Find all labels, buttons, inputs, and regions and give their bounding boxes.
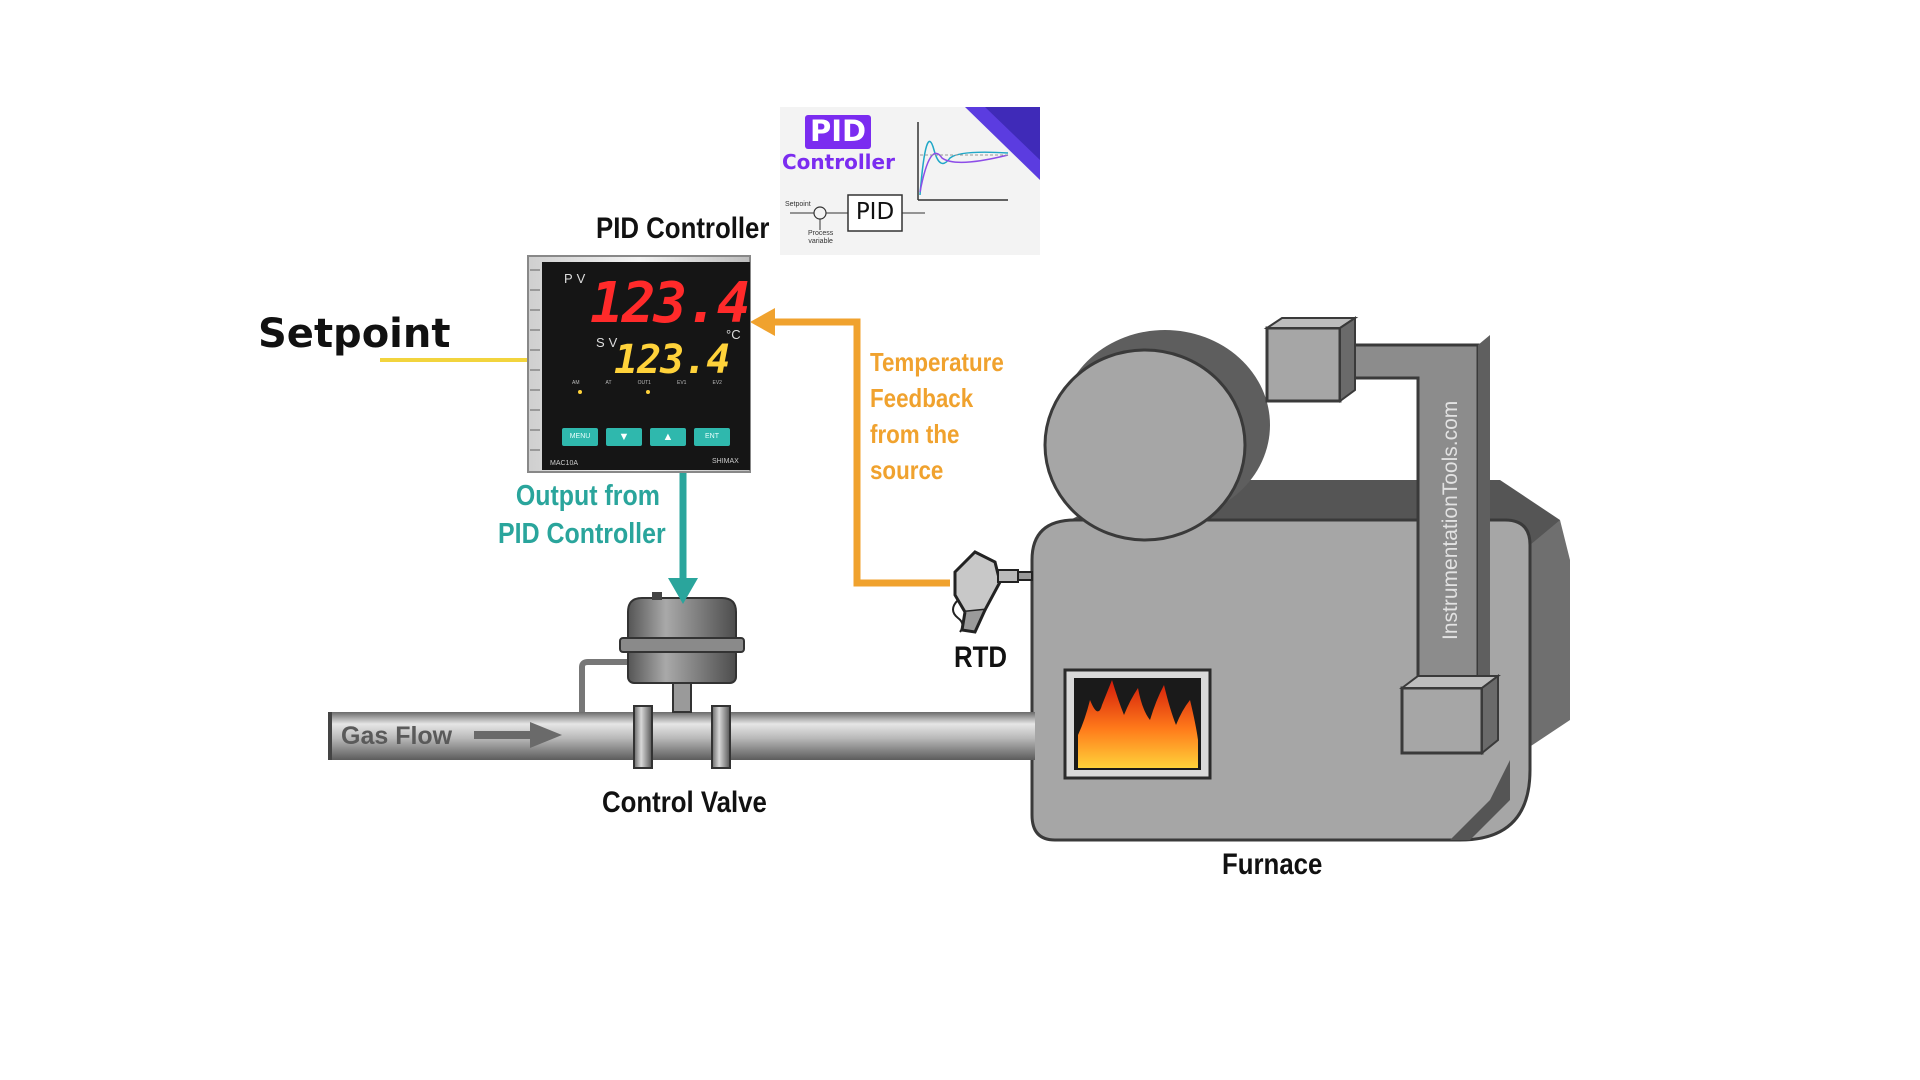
logo-setpoint-label: Setpoint — [785, 201, 811, 208]
valve-flange-right — [711, 705, 731, 769]
furnace-dome — [1043, 348, 1247, 542]
gas-pipe — [328, 712, 1035, 760]
ent-button-shape — [694, 428, 730, 446]
pid-controller-unit — [527, 255, 751, 473]
pipe-body — [330, 712, 1035, 760]
rtd-label: RTD — [954, 641, 1008, 674]
valve-actuator-top — [627, 597, 737, 639]
logo-pv-line-1: Process — [808, 230, 834, 237]
brand-label: SHIMAX — [712, 458, 739, 465]
duct-bottom-box-side — [1481, 674, 1499, 756]
indicator-at: AT — [605, 380, 612, 386]
sv-display: 123.4 — [614, 337, 730, 383]
up-button[interactable]: ▲ — [662, 431, 674, 443]
gas-flow-label: Gas Flow — [341, 722, 453, 750]
logo-process-variable-label: Process variable — [808, 230, 833, 246]
duct-top-box-side — [1339, 316, 1356, 403]
sv-label: SV — [596, 335, 622, 350]
menu-button[interactable]: MENU — [569, 433, 591, 440]
feedback-arrow — [750, 308, 950, 587]
fire-icon — [1078, 680, 1198, 768]
down-button-shape — [606, 428, 642, 446]
valve-actuator-base — [627, 647, 737, 684]
pipe-left-end — [328, 712, 332, 760]
watermark-text: InstrumentationTools.com — [1439, 400, 1462, 640]
logo-subtitle: Controller — [782, 150, 895, 174]
valve-actuator-rim — [619, 637, 745, 653]
feedback-line-2: Feedback — [870, 383, 974, 413]
temperature-feedback-label: Temperature Feedback from the source — [870, 344, 1004, 488]
feedback-line-1: Temperature — [870, 347, 1004, 377]
output-line-2: PID Controller — [498, 518, 666, 550]
duct-bottom-box — [1400, 686, 1484, 755]
pid-controller-title: PID Controller — [596, 212, 770, 245]
ent-button[interactable]: ENT — [705, 433, 719, 440]
setpoint-label: Setpoint — [258, 311, 451, 357]
control-valve-label: Control Valve — [602, 786, 767, 819]
furnace-base-shadow — [1450, 760, 1510, 840]
logo-badge-bg — [805, 115, 871, 149]
output-line-1: Output from — [515, 480, 660, 512]
furnace-label: Furnace — [1222, 848, 1323, 881]
furnace — [1030, 316, 1570, 842]
up-button-shape — [650, 428, 686, 446]
feedback-line-3: from the — [870, 419, 960, 449]
gas-flow-arrow-icon — [474, 722, 562, 748]
feedback-line-4: source — [870, 455, 944, 485]
down-button[interactable]: ▼ — [618, 431, 630, 443]
logo-badge: PID — [809, 114, 867, 148]
valve-tubing — [579, 659, 628, 712]
control-valve — [579, 592, 745, 769]
logo-pv-line-2: variable — [808, 238, 833, 245]
output-arrow — [668, 470, 698, 604]
rtd-sensor-icon — [952, 550, 1033, 634]
duct-top-box — [1265, 326, 1342, 403]
indicator-row: AM AT OUT1 EV1 EV2 — [572, 380, 722, 386]
menu-button-shape — [562, 428, 598, 446]
indicator-ev2: EV2 — [712, 380, 722, 386]
logo-response-curve — [919, 140, 1009, 196]
logo-block-label: PID — [855, 199, 895, 225]
unit-label: °C — [726, 327, 741, 342]
indicator-out1: OUT1 — [637, 380, 651, 386]
pid-logo — [780, 107, 1040, 255]
pv-label: PV — [564, 271, 590, 286]
duct-side-face — [1478, 335, 1490, 700]
pv-display: 123.4 — [590, 271, 751, 336]
controller-ridges — [530, 269, 540, 451]
model-label: MAC10A — [550, 460, 579, 467]
indicator-ev1: EV1 — [677, 380, 687, 386]
valve-flange-left — [633, 705, 653, 769]
output-label: Output from PID Controller — [498, 477, 666, 553]
indicator-am: AM — [572, 380, 580, 386]
